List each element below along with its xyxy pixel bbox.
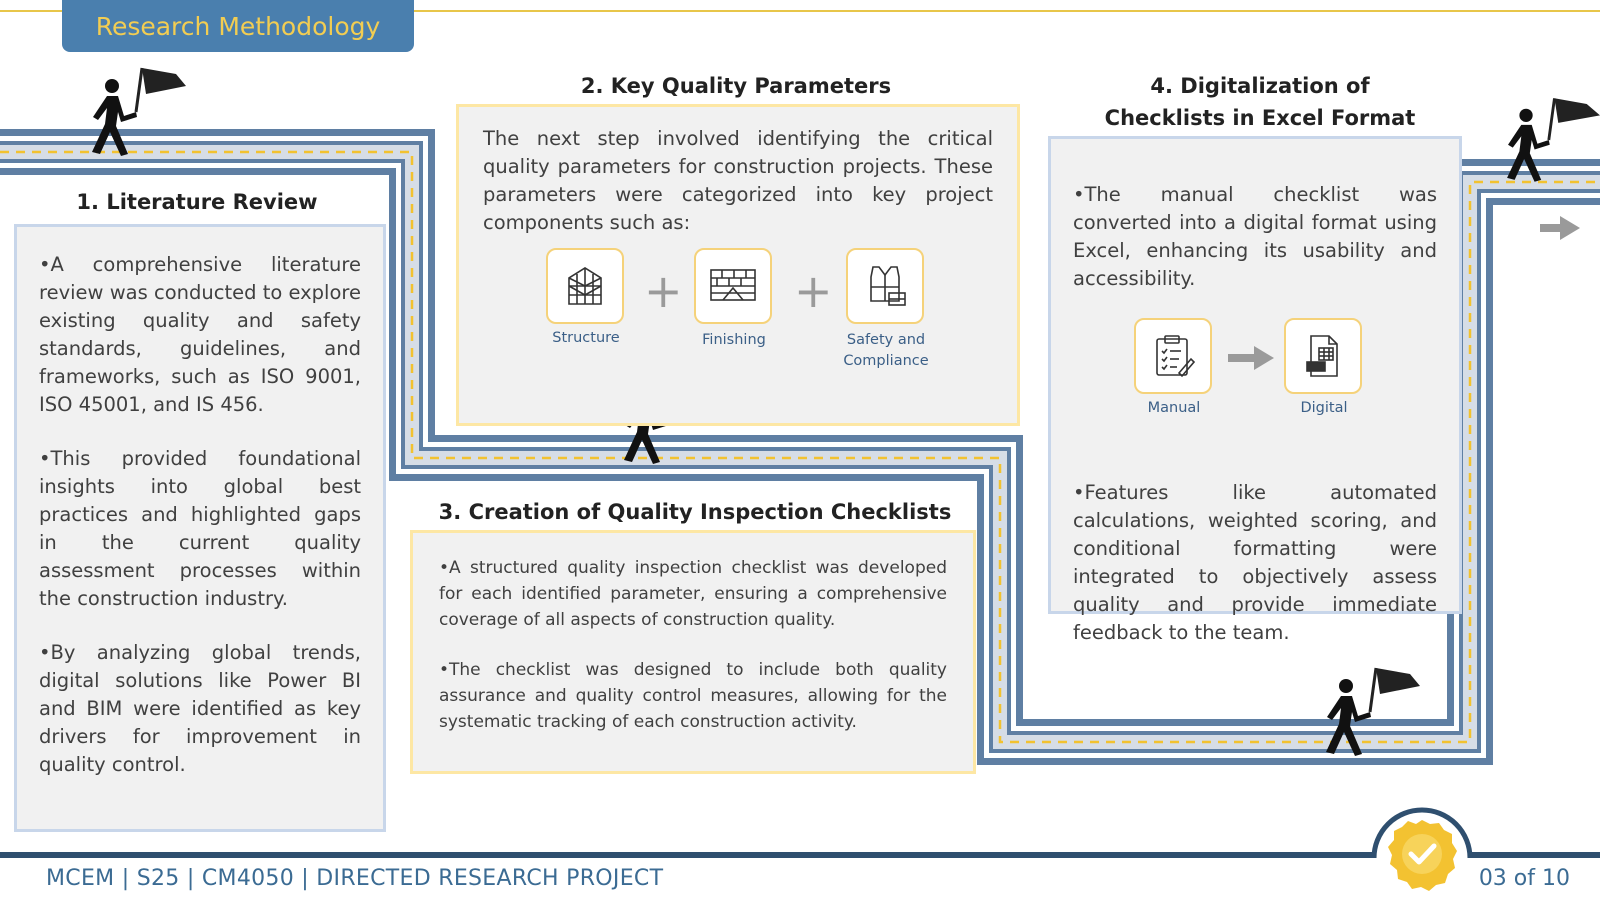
manual-label: Manual [1147, 400, 1201, 416]
step4-heading-line2: Checklists in Excel Format [1104, 106, 1416, 130]
step1-paragraph: •By analyzing global trends, digital sol… [39, 641, 361, 776]
plus-icon: + [644, 264, 683, 318]
arrow-right-icon [1540, 216, 1580, 240]
step4-heading-line1: 4. Digitalization of [1150, 74, 1370, 98]
page-number: 03 of 10 [1478, 866, 1570, 891]
manual-item: Manual [1134, 318, 1214, 419]
step1-heading: 1. Literature Review [76, 190, 318, 214]
structure-icon-box [546, 248, 624, 324]
step4-card: •The manual checklist was converted into… [1048, 136, 1462, 644]
step3-paragraph: •The checklist was designed to include b… [439, 660, 947, 732]
plus-icon: + [794, 264, 833, 318]
safety-item: Safety and Compliance [843, 248, 929, 372]
step4-paragraph: •Features like automated calculations, w… [1073, 481, 1437, 644]
finishing-label: Finishing [702, 332, 766, 348]
safety-label: Safety and Compliance [843, 332, 929, 369]
digital-item: Digital [1284, 318, 1364, 419]
step4-heading: 4. Digitalization of Checklists in Excel… [1050, 70, 1470, 134]
top-divider-line [0, 10, 1600, 12]
walker-flag-icon [92, 67, 186, 156]
section-title-tab: Research Methodology [62, 0, 414, 52]
manual-icon-box [1134, 318, 1212, 394]
structure-label: Structure [552, 330, 620, 346]
step1-paragraph: •This provided foundational insights int… [39, 447, 361, 610]
safety-icon-box [846, 248, 924, 324]
step2-heading: 2. Key Quality Parameters [580, 74, 892, 98]
digital-label: Digital [1300, 400, 1348, 416]
step3-card: •A structured quality inspection checkli… [410, 530, 976, 774]
footer-divider [0, 852, 1600, 858]
spreadsheet-file-icon [1306, 335, 1338, 377]
finishing-icon-box [694, 248, 772, 324]
brick-wall-icon [710, 269, 756, 301]
step3-paragraph: •A structured quality inspection checkli… [439, 558, 947, 630]
footer-course-text: MCEM | S25 | CM4050 | DIRECTED RESEARCH … [46, 866, 664, 891]
digital-icon-box [1284, 318, 1362, 394]
safety-vest-icon [870, 266, 906, 306]
clipboard-checklist-icon [1156, 335, 1195, 378]
step2-text: The next step involved identifying the c… [483, 127, 993, 234]
step1-card: •A comprehensive literature review was c… [14, 224, 386, 832]
step1-paragraph: •A comprehensive literature review was c… [39, 253, 361, 416]
section-title: Research Methodology [95, 11, 381, 41]
quality-badge-icon [1371, 807, 1473, 891]
walker-flag-icon [1507, 98, 1600, 182]
walker-flag-icon [1326, 667, 1420, 756]
step3-heading: 3. Creation of Quality Inspection Checkl… [438, 500, 952, 524]
arrow-right-icon [1228, 346, 1274, 370]
structure-item: Structure [546, 248, 626, 349]
step4-paragraph: •The manual checklist was converted into… [1073, 183, 1437, 290]
building-structure-icon [568, 267, 602, 305]
finishing-item: Finishing [694, 248, 774, 351]
